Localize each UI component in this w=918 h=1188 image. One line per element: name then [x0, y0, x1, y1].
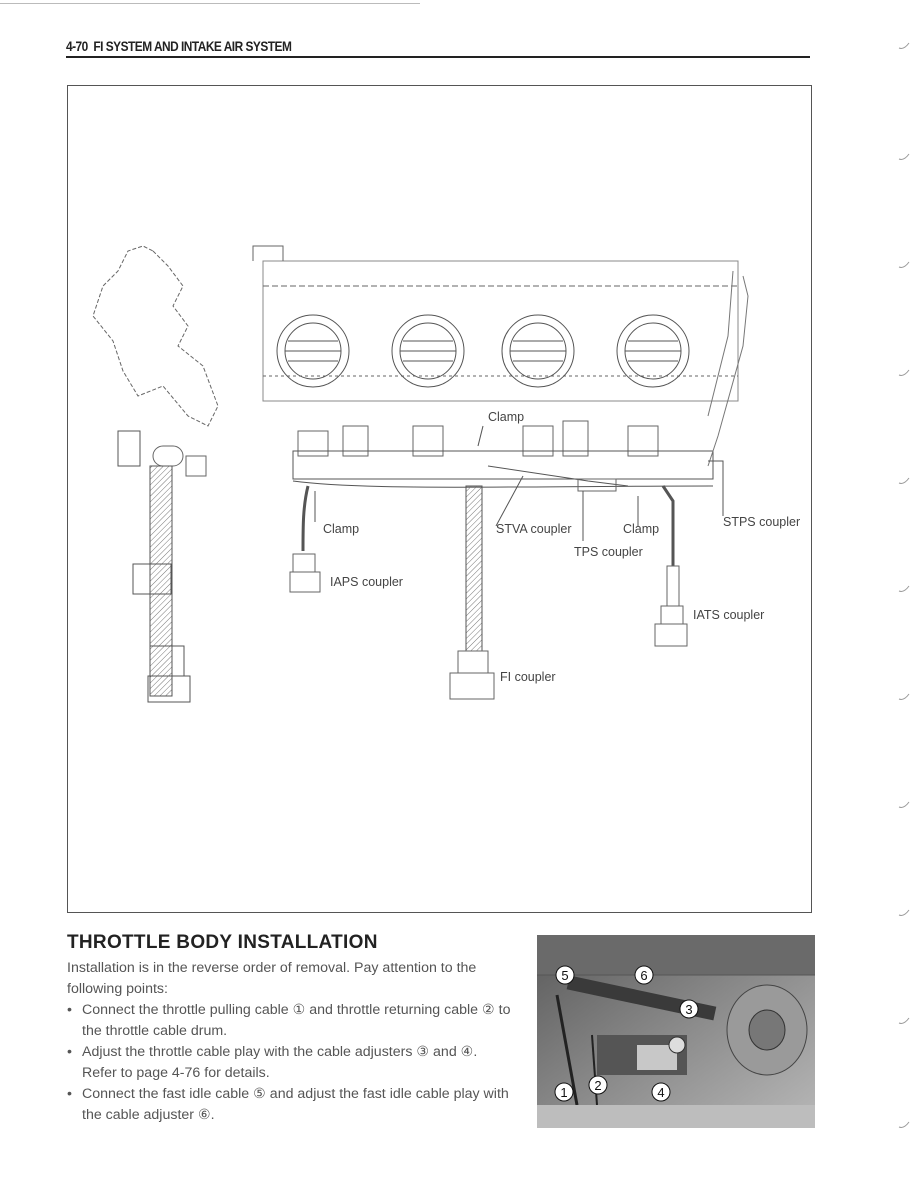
label-tps-coupler: TPS coupler — [574, 545, 643, 559]
wiring-diagram-figure: Clamp Clamp STVA coupler Clamp STPS coup… — [67, 85, 812, 913]
margin-tick-mark — [898, 369, 910, 376]
margin-tick-mark — [898, 909, 910, 916]
margin-tick-mark — [898, 1121, 910, 1128]
header-rule — [66, 56, 810, 58]
throttle-body-photo: 5 6 3 1 2 4 — [537, 935, 815, 1128]
list-item: Connect the throttle pulling cable ① and… — [67, 1000, 513, 1042]
list-item: Adjust the throttle cable play with the … — [67, 1042, 513, 1084]
reference-note: Refer to page 4-76 for details. — [82, 1065, 270, 1081]
label-stva-coupler: STVA coupler — [496, 522, 572, 536]
label-clamp-left: Clamp — [323, 522, 359, 536]
photo-callout-2: 2 — [594, 1078, 601, 1093]
intro-paragraph: Installation is in the reverse order of … — [67, 960, 477, 997]
photo-image: 5 6 3 1 2 4 — [537, 935, 815, 1128]
instruction-list: Connect the throttle pulling cable ① and… — [67, 1000, 513, 1126]
margin-tick-mark — [898, 693, 910, 700]
photo-callout-3: 3 — [685, 1002, 692, 1017]
page-number: 4-70 — [66, 38, 88, 54]
photo-callout-1: 1 — [560, 1085, 567, 1100]
section-body: Installation is in the reverse order of … — [67, 958, 513, 1126]
label-stps-coupler: STPS coupler — [723, 515, 800, 529]
margin-tick-mark — [898, 153, 910, 160]
label-iaps-coupler: IAPS coupler — [330, 575, 403, 589]
photo-callout-4: 4 — [657, 1085, 664, 1100]
page-header: 4-70 FI SYSTEM AND INTAKE AIR SYSTEM — [66, 38, 292, 54]
top-rule — [0, 3, 420, 4]
margin-tick-mark — [898, 42, 910, 49]
margin-tick-mark — [898, 261, 910, 268]
margin-tick-mark — [898, 1017, 910, 1024]
label-clamp-right: Clamp — [623, 522, 659, 536]
photo-callout-6: 6 — [640, 968, 647, 983]
label-iats-coupler: IATS coupler — [693, 608, 764, 622]
label-clamp-top: Clamp — [488, 410, 524, 424]
margin-tick-mark — [898, 585, 910, 592]
photo-callout-5: 5 — [561, 968, 568, 983]
label-fi-coupler: FI coupler — [500, 670, 556, 684]
margin-tick-mark — [898, 477, 910, 484]
section-title: THROTTLE BODY INSTALLATION — [67, 932, 378, 953]
section-name: FI SYSTEM AND INTAKE AIR SYSTEM — [93, 38, 292, 54]
list-item-text: Adjust the throttle cable play with the … — [82, 1044, 478, 1060]
margin-tick-mark — [898, 801, 910, 808]
list-item: Connect the fast idle cable ⑤ and adjust… — [67, 1084, 513, 1126]
throttle-body-diagram: Clamp Clamp STVA coupler Clamp STPS coup… — [92, 245, 800, 703]
